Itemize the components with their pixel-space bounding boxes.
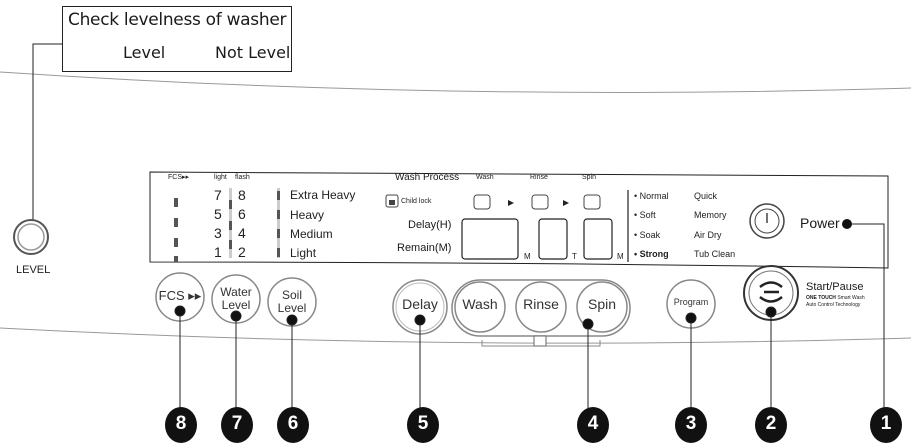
unit-m: M (617, 252, 624, 261)
program-item: Air Dry (694, 230, 722, 240)
flash-number: 8 (238, 187, 246, 203)
delay-button-label[interactable]: Delay (402, 296, 438, 312)
level-knob-label: LEVEL (16, 264, 51, 276)
levelness-callout: Check levelness of washer (62, 6, 292, 72)
callout-number: 5 (417, 413, 429, 434)
program-item: • Soak (634, 230, 661, 240)
start-pause-label: Start/Pause (806, 281, 864, 293)
display-panel-outline (149, 171, 889, 269)
callout-badges (165, 407, 902, 443)
delay-label: Delay(H) (408, 219, 452, 231)
light-number: 5 (214, 206, 222, 222)
child-lock-label: Child lock (401, 198, 432, 205)
program-item: • Soft (634, 210, 656, 220)
level-label: Level (123, 43, 166, 62)
power-indicator-dot (842, 219, 852, 229)
light-header: light (214, 174, 227, 181)
fcs-header: FCS▸▸ (168, 174, 190, 181)
callout-number: 8 (175, 413, 187, 434)
one-touch-label: ONE TOUCH Smart Wash (806, 295, 865, 301)
soil-level-item: Light (290, 246, 317, 260)
spin-time-display (583, 218, 613, 260)
wash-process-header: Wash Process (395, 172, 460, 183)
callout-number: 6 (287, 413, 299, 434)
soil-level-item: Medium (290, 227, 333, 241)
soil-level-item: Heavy (290, 208, 325, 222)
spin-header: Spin (582, 174, 597, 181)
water-level-leds (229, 188, 232, 258)
light-number: 3 (214, 225, 222, 241)
soil-level-leds (277, 188, 280, 258)
rinse-button-label[interactable]: Rinse (523, 296, 559, 312)
light-number: 1 (214, 244, 222, 260)
callout-leaders (174, 305, 777, 408)
program-item: Memory (694, 210, 727, 220)
callout-leader-line (32, 43, 62, 222)
rinse-header: Rinse (530, 174, 548, 181)
remain-label: Remain(M) (397, 242, 452, 254)
wash-process-icons (473, 194, 601, 210)
wash-header: Wash (476, 174, 494, 181)
auto-control-label: Auto Control Technology (806, 302, 861, 308)
start-pause-button[interactable] (743, 265, 799, 321)
fcs-button-label[interactable]: FCS ▸▸ (158, 288, 202, 303)
flash-number: 6 (238, 206, 246, 222)
light-number: 7 (214, 187, 222, 203)
program-item: Tub Clean (694, 249, 736, 259)
spin-button-label[interactable]: Spin (587, 296, 617, 312)
wash-button-ring[interactable] (454, 281, 506, 333)
cabinet-top-curve (0, 71, 911, 93)
unit-m: M (524, 252, 531, 261)
delay-button-ring[interactable] (392, 279, 448, 335)
callout-number: 7 (231, 413, 243, 434)
child-lock-combo-icon (533, 335, 547, 347)
callout-title: Check levelness of washer (68, 10, 287, 30)
soil-level-item: Extra Heavy (290, 188, 356, 202)
callout-number: 3 (685, 413, 697, 434)
program-button-label[interactable]: Program (673, 297, 709, 307)
callout-number: 4 (587, 413, 599, 434)
power-label: Power (800, 215, 840, 231)
flash-number: 2 (238, 244, 246, 260)
program-item: • Strong (634, 249, 669, 259)
not-level-label: Not Level (215, 43, 291, 62)
flash-header: flash (235, 174, 250, 181)
rinse-count-display (538, 218, 568, 260)
program-item: • Normal (634, 191, 669, 201)
flash-number: 4 (238, 225, 246, 241)
callout-number: 2 (765, 413, 777, 434)
level-knob[interactable] (13, 219, 49, 255)
power-button[interactable] (749, 203, 785, 239)
delay-remain-display (461, 218, 519, 260)
program-item: Quick (694, 191, 718, 201)
unit-t: T (572, 252, 577, 261)
rinse-button-ring[interactable] (515, 281, 567, 333)
callout-number: 1 (880, 413, 892, 434)
wash-button-label[interactable]: Wash (462, 296, 498, 312)
fcs-indicator-leds (174, 198, 178, 262)
cabinet-bottom-curve (0, 327, 911, 344)
child-lock-icon (385, 194, 399, 208)
